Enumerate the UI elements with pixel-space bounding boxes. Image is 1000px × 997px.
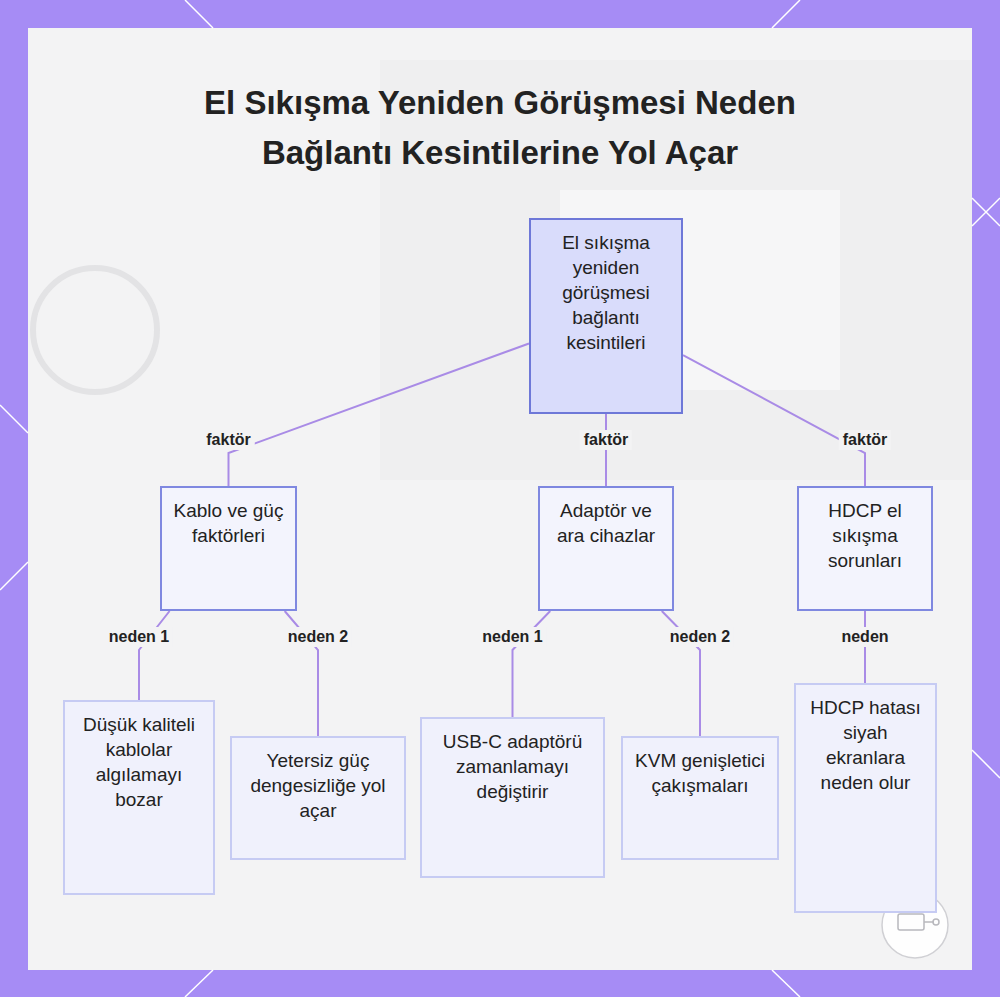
blurred-shape [380,60,972,480]
connector [139,611,170,700]
node-text: Düşük kaliteli kablolar algılamayı bozar [73,712,205,812]
edge-label: neden [837,627,892,647]
node-text: HDCP hatası siyah ekranlara neden olur [804,695,927,795]
connector [683,355,865,486]
cause-box: HDCP hatası siyah ekranlara neden olur [794,683,937,913]
node-text: HDCP el sıkışma sorunları [807,498,923,573]
cause-box: KVM genişletici çakışmaları [621,736,779,860]
node-text: USB-C adaptörü zamanlamayı değiştirir [430,729,595,804]
edge-label: neden 1 [478,627,546,647]
node-text: Adaptör ve ara cihazlar [548,498,664,548]
edge-label: faktör [839,430,891,450]
factor-box: Adaptör ve ara cihazlar [538,486,674,611]
root-box: El sıkışma yeniden görüşmesi bağlantı ke… [529,218,683,414]
edge-label: faktör [580,430,632,450]
connector [864,611,866,683]
factor-box: Kablo ve güç faktörleri [160,486,297,611]
node-text: Yetersiz güç dengesizliğe yol açar [240,748,396,823]
cause-box: USB-C adaptörü zamanlamayı değiştirir [420,717,605,878]
diagram-title: El Sıkışma Yeniden Görüşmesi Neden Bağla… [140,78,860,178]
panel [28,28,972,970]
cause-box: Yetersiz güç dengesizliğe yol açar [230,736,406,860]
edge-label: neden 2 [284,627,352,647]
blurred-shape [33,268,157,392]
node-text: El sıkışma yeniden görüşmesi bağlantı ke… [539,230,673,355]
node-text: KVM genişletici çakışmaları [631,748,769,798]
connector [605,414,607,486]
edge-label: neden 2 [666,627,734,647]
factor-box: HDCP el sıkışma sorunları [797,486,933,611]
node-text: Kablo ve güç faktörleri [170,498,287,548]
cause-box: Düşük kaliteli kablolar algılamayı bozar [63,700,215,895]
connector [229,343,530,486]
edge-label: faktör [202,430,254,450]
edge-label: neden 1 [105,627,173,647]
